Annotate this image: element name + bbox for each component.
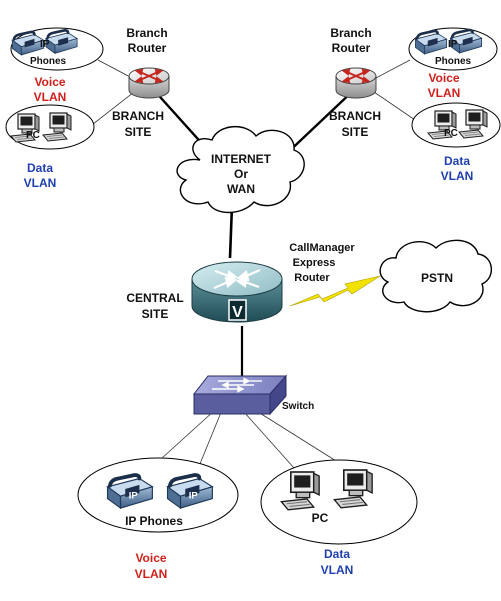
right-data-label-2: VLAN [441, 169, 474, 183]
central-site-label-1: CENTRAL [126, 291, 183, 305]
wan-cloud: INTERNET Or WAN [176, 126, 305, 214]
bottom-pcs: PC Data VLAN [260, 459, 418, 577]
right-router-label-1: Branch [330, 26, 371, 40]
left-data-label-2: VLAN [24, 176, 57, 190]
lightning-icon [289, 275, 381, 307]
cloud-icon [379, 239, 492, 313]
branch-left: IP Phones Voice VLAN PC Data VLAN Branch… [5, 26, 170, 190]
right-site-label-1: BRANCH [329, 109, 381, 123]
left-router-label-2: Router [128, 41, 167, 55]
central-router-label-2: Express [293, 257, 336, 269]
right-phones-label-1: IP [448, 39, 458, 50]
left-phones-label-2: Phones [30, 56, 67, 67]
right-data-label-1: Data [444, 154, 470, 168]
left-site-label-1: BRANCH [112, 109, 164, 123]
bottom-phones-label: IP Phones [125, 514, 183, 528]
router-badge: V [232, 304, 243, 321]
phone-ip-badge: IP [189, 491, 198, 502]
phone-ip-badge: IP [129, 491, 138, 502]
bottom-voice-label-1: Voice [135, 551, 166, 565]
bottom-pc-label: PC [312, 511, 329, 525]
switch-icon [192, 374, 288, 416]
router-icon [335, 67, 377, 99]
left-voice-label-1: Voice [34, 75, 65, 89]
link-left-phones [97, 59, 133, 79]
left-data-label-1: Data [27, 161, 53, 175]
right-pc-label: PC [444, 128, 458, 139]
router-icon: V [191, 261, 283, 323]
cloud-icon [176, 126, 305, 214]
router-icon [128, 67, 170, 99]
central-router-label-3: Router [294, 272, 330, 284]
pstn-label: PSTN [421, 271, 453, 285]
central-router-label-1: CallManager [289, 242, 355, 254]
branch-right: Branch Router BRANCH SITE IP Phones Voic… [329, 26, 501, 183]
link-right-pcs [373, 91, 419, 123]
central-site-label-2: SITE [142, 307, 169, 321]
left-voice-label-2: VLAN [34, 90, 67, 104]
central-site: CallManager Express Router CENTRAL SITE … [126, 242, 355, 323]
wan-label-1: INTERNET [211, 152, 272, 166]
link-left-pcs [87, 91, 135, 129]
link-switch-pc-1 [243, 411, 304, 479]
left-phones-label-1: IP [40, 39, 50, 50]
right-router-label-2: Router [332, 41, 371, 55]
switch-label: Switch [282, 401, 314, 412]
pstn: PSTN [289, 239, 492, 313]
ip-phone-icon: IP [105, 473, 155, 510]
right-voice-label-2: VLAN [428, 86, 461, 100]
left-router-label-1: Branch [126, 26, 167, 40]
right-phones-label-2: Phones [435, 56, 472, 67]
left-pc-label: PC [26, 130, 40, 141]
bottom-data-label-2: VLAN [321, 563, 354, 577]
wan-label-3: WAN [227, 182, 255, 196]
right-voice-label-1: Voice [428, 71, 459, 85]
ip-phone-icon: IP [165, 473, 215, 510]
bottom-voice-label-2: VLAN [135, 567, 168, 581]
link-right-phones [375, 59, 411, 79]
link-wan-central [228, 204, 234, 259]
bottom-data-label-1: Data [324, 547, 350, 561]
switch: Switch [192, 374, 314, 416]
right-site-label-2: SITE [342, 125, 369, 139]
wan-label-2: Or [234, 167, 248, 181]
left-site-label-2: SITE [125, 125, 152, 139]
bottom-phones: IP IP IP Phones Voice VLAN [77, 457, 239, 581]
